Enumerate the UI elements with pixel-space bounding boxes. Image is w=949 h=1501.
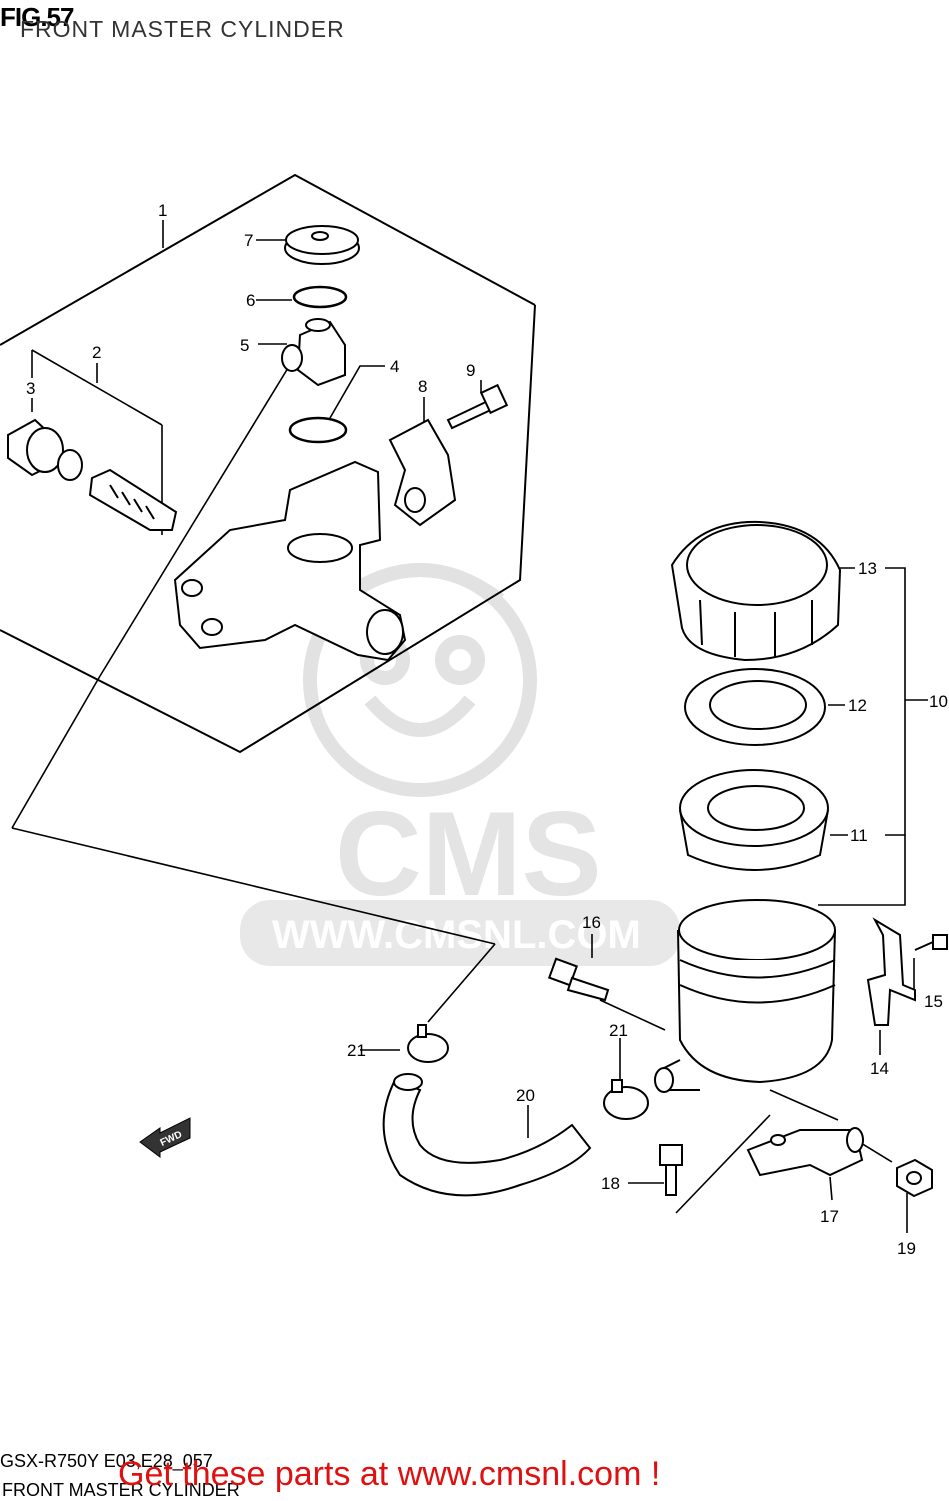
callout-12: 12 bbox=[848, 696, 867, 715]
watermark: CMS WWW.CMSNL.COM bbox=[240, 563, 680, 966]
watermark-brand: CMS bbox=[335, 787, 602, 921]
watermark-url-badge bbox=[240, 900, 680, 966]
part-3-piston-cup bbox=[7, 418, 64, 477]
callout-8: 8 bbox=[418, 377, 427, 396]
part-21-hose-clamp-lower bbox=[603, 1079, 649, 1120]
callout-9: 9 bbox=[466, 361, 475, 380]
callout-5: 5 bbox=[240, 336, 249, 355]
callout-19: 19 bbox=[897, 1239, 916, 1258]
callout-17: 17 bbox=[820, 1207, 839, 1226]
part-21-hose-clamp-upper bbox=[407, 1024, 449, 1063]
callout-21-upper: 21 bbox=[347, 1041, 366, 1060]
callout-16: 16 bbox=[582, 913, 601, 932]
callout-10: 10 bbox=[929, 692, 948, 711]
callout-labels: 1 2 3 4 5 6 7 8 9 10 11 12 13 14 15 16 1… bbox=[26, 201, 948, 1258]
callout-3: 3 bbox=[26, 379, 35, 398]
part-19-nut bbox=[896, 1158, 933, 1198]
callout-21-lower: 21 bbox=[609, 1021, 628, 1040]
callout-15: 15 bbox=[924, 992, 943, 1011]
callout-11: 11 bbox=[850, 826, 868, 845]
callout-6: 6 bbox=[246, 291, 255, 310]
part-4-o-ring bbox=[288, 416, 348, 444]
callout-13: 13 bbox=[858, 559, 877, 578]
part-12-diaphragm-plate bbox=[684, 668, 826, 746]
part-8-clamp bbox=[388, 418, 457, 527]
callout-1: 1 bbox=[158, 201, 167, 220]
callout-7: 7 bbox=[244, 231, 253, 250]
part-14-bracket bbox=[866, 917, 916, 1026]
figure-title: FRONT MASTER CYLINDER bbox=[20, 16, 345, 42]
part-13-reservoir-cap bbox=[670, 520, 842, 662]
part-15-screw bbox=[914, 934, 948, 951]
part-7-cap bbox=[284, 225, 360, 265]
part-20-hose bbox=[382, 1073, 592, 1197]
fwd-arrow: FWD bbox=[139, 1117, 191, 1158]
part-6-snap-ring bbox=[292, 285, 348, 309]
callout-18: 18 bbox=[601, 1174, 620, 1193]
model-code: GSX-R750Y E03,E28_057 bbox=[0, 1451, 213, 1471]
figure-number: FIG.57 bbox=[0, 2, 74, 32]
promo-link[interactable]: Get these parts at www.cmsnl.com ! bbox=[118, 1455, 661, 1493]
callout-14: 14 bbox=[870, 1059, 889, 1078]
part-11-diaphragm bbox=[679, 769, 829, 871]
part-2-piston-set bbox=[57, 449, 178, 531]
watermark-mascot bbox=[303, 563, 537, 797]
assembly-1-box bbox=[0, 173, 536, 754]
master-cylinder-body bbox=[173, 460, 407, 662]
part-16-bolt bbox=[547, 957, 610, 1002]
callout-4: 4 bbox=[390, 357, 399, 376]
model-title: FRONT MASTER CYLINDER bbox=[2, 1480, 240, 1500]
reservoir-tank bbox=[654, 899, 836, 1093]
part-17-bracket bbox=[746, 1127, 864, 1177]
callout-2: 2 bbox=[92, 343, 101, 362]
part-18-bolt bbox=[659, 1144, 683, 1196]
part-5-connector bbox=[281, 318, 346, 387]
part-9-bolt bbox=[446, 383, 509, 430]
callout-20: 20 bbox=[516, 1086, 535, 1105]
